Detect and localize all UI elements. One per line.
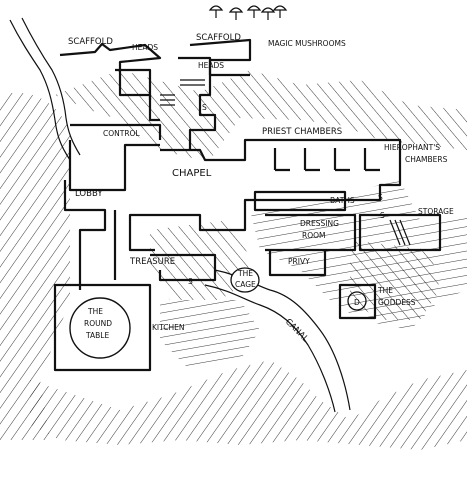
wall-scaffold-right — [189, 38, 252, 77]
label-lobby: LOBBY — [75, 189, 103, 199]
label-hierophants-1: HIEROPHANT'S — [384, 143, 440, 152]
goddess-statue — [347, 291, 367, 311]
wall-chapel — [128, 138, 402, 252]
label-privy: PRIVY — [288, 257, 310, 266]
label-priest-chambers: PRIEST CHAMBERS — [262, 127, 342, 137]
secret-door-storage: S — [380, 211, 385, 220]
secret-door-heads: S — [202, 103, 207, 112]
label-treasure: TREASURE — [129, 257, 175, 267]
label-hierophants-2: CHAMBERS — [405, 155, 448, 164]
wall-storage — [358, 213, 442, 252]
wall-privy — [268, 250, 327, 277]
label-round-table-3: TABLE — [85, 331, 109, 340]
round-table — [69, 297, 131, 359]
mushrooms-icon — [208, 5, 288, 20]
secret-door-treasure: S — [188, 277, 193, 286]
wall-storage-stair — [389, 219, 411, 246]
wall-heads-top — [115, 68, 152, 100]
wall-dressing — [265, 213, 357, 252]
label-kitchen: KITCHEN — [152, 323, 185, 332]
wall-goddess — [338, 283, 377, 320]
label-goddess-2: GODDESS — [378, 298, 416, 307]
label-heads-top: HEADS — [132, 43, 158, 52]
label-scaffold-left: SCAFFOLD — [68, 37, 113, 47]
label-storage: STORAGE — [418, 207, 454, 216]
label-baths: BATHS — [330, 196, 355, 205]
wall-priest-rooms — [273, 148, 380, 172]
label-canal: CANAL — [283, 317, 311, 345]
label-goddess-1: THE — [377, 286, 393, 295]
wall-treasure — [150, 253, 217, 282]
river-top-left — [9, 19, 71, 161]
wall-lobby — [63, 180, 117, 290]
label-round-table-2: ROUND — [84, 319, 112, 328]
wall-heads-right — [178, 56, 217, 150]
label-dressing-1: DRESSING — [300, 219, 339, 228]
label-scaffold-right: SCAFFOLD — [196, 33, 241, 43]
label-control: CONTROL — [103, 129, 140, 138]
label-cage-1: THE — [237, 269, 253, 278]
wall-round-table — [53, 283, 152, 372]
the-cage — [230, 267, 260, 293]
canal-bank-lower — [204, 284, 336, 413]
wall-stair-heads — [160, 79, 205, 106]
label-cage-2: CAGE — [235, 280, 256, 289]
label-heads-right: HEADS — [198, 61, 224, 70]
label-chapel: CHAPEL — [172, 168, 212, 179]
label-magic-mushrooms: MAGIC MUSHROOMS — [268, 39, 346, 48]
rock-hatching — [0, 70, 467, 450]
river-top-left-bank — [21, 17, 81, 156]
label-round-table-1: THE — [87, 307, 103, 316]
label-goddess-statue: D — [354, 298, 360, 307]
secret-door-baths: S — [378, 193, 383, 202]
wall-scaffold-left — [59, 42, 162, 122]
wall-baths — [253, 190, 347, 212]
wall-control — [68, 123, 162, 192]
label-dressing-2: ROOM — [302, 231, 326, 240]
